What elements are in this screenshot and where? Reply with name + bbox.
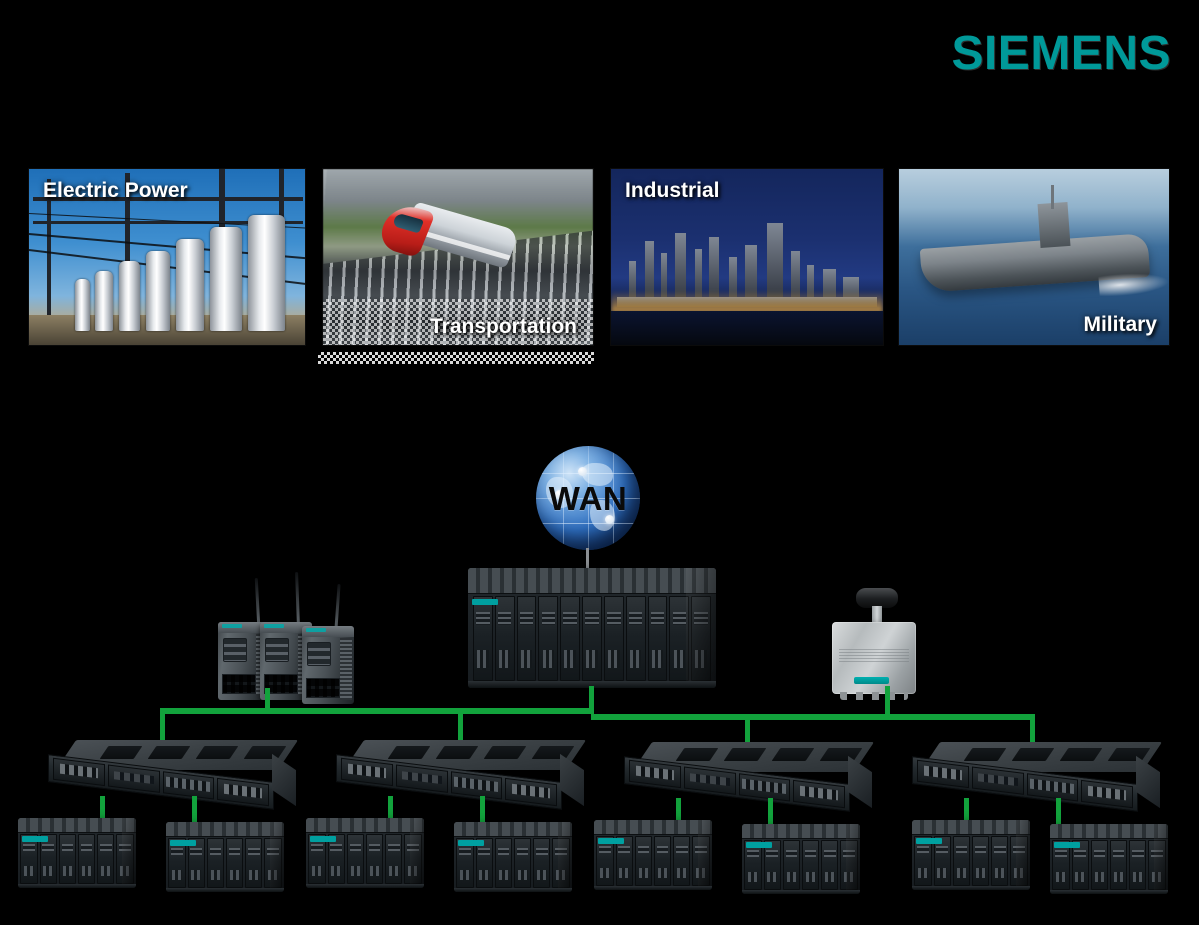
refinery-column: [807, 265, 814, 307]
photo-military: Military: [898, 168, 1170, 346]
link-switch2-to-edge-a: [388, 796, 393, 832]
transformer-tank: [210, 227, 242, 331]
outdoor-wireless-unit-group: [828, 588, 924, 700]
refinery-column: [709, 237, 719, 307]
wireless-access-point-group: [218, 571, 354, 704]
link-core-to-bus: [589, 686, 594, 714]
antenna-mast: [872, 606, 882, 630]
transformer-tank: [119, 261, 140, 331]
link-switch2-to-edge-b: [480, 796, 485, 832]
transformer-tank: [248, 215, 285, 331]
carrier-island: [1037, 202, 1071, 248]
link-ap-to-bus: [265, 688, 270, 714]
globe-icon: [536, 446, 640, 550]
pylon: [125, 173, 130, 323]
link-bus-to-switch-2: [458, 708, 463, 768]
photo-caption-industrial: Industrial: [625, 179, 720, 202]
siemens-logo: SIEMENS: [951, 27, 1171, 80]
transformer-tank: [176, 239, 204, 331]
modular-chassis-icon: [18, 818, 136, 888]
link-wireless-to-bus: [885, 686, 890, 714]
link-switch3-to-edge-a: [676, 798, 681, 834]
refinery-column: [645, 241, 654, 307]
rack-switch-icon: [624, 742, 875, 812]
crossarm: [33, 221, 303, 224]
refinery-lights: [611, 291, 883, 313]
antenna-icon: [254, 577, 261, 627]
photo-caption-transportation: Transportation: [429, 315, 577, 338]
dither-overlay: [323, 299, 593, 345]
photo-caption-military: Military: [1083, 313, 1157, 336]
backbone-bus-left: [160, 708, 593, 714]
refinery-column: [729, 257, 737, 307]
rack-switch-icon: [48, 740, 299, 810]
modular-chassis-icon: [594, 820, 712, 890]
photo-transportation: Transportation: [322, 168, 594, 346]
crossarm: [33, 197, 303, 201]
rack-switch-icon: [912, 742, 1163, 812]
link-switch4-to-edge-a: [964, 798, 969, 834]
outdoor-wireless-unit-icon: [832, 622, 916, 700]
carrier-mast: [1051, 185, 1054, 209]
refinery-tower: [767, 223, 783, 307]
modular-chassis-icon: [306, 818, 424, 888]
modular-chassis-icon: [912, 820, 1030, 890]
refinery-column: [791, 251, 800, 307]
rack-switch-icon: [336, 740, 587, 810]
link-bus-to-switch-1: [160, 708, 165, 768]
industry-photo-strip: Electric Power Transportation: [0, 168, 1199, 368]
photo-industrial: Industrial: [610, 168, 884, 346]
antenna-icon: [295, 571, 300, 627]
pylon: [47, 179, 51, 329]
link-switch1-to-edge-a: [100, 796, 105, 832]
foreground-water: [611, 311, 883, 345]
link-switch4-to-edge-b: [1056, 798, 1061, 834]
transformer-tank: [146, 251, 170, 331]
wan-label: WAN: [548, 480, 628, 517]
link-switch1-to-edge-b: [192, 796, 197, 832]
modular-chassis-icon: [1050, 824, 1168, 894]
modular-chassis-icon: [742, 824, 860, 894]
network-topology-diagram: WAN: [0, 430, 1199, 925]
wan-uplink-line: [586, 548, 589, 586]
dither-strip-under-transportation: [318, 352, 594, 364]
link-switch3-to-edge-b: [768, 798, 773, 834]
photo-electric-power: Electric Power: [28, 168, 306, 346]
refinery-column: [629, 261, 636, 307]
transformer-tank: [75, 279, 90, 331]
refinery-column: [695, 249, 702, 307]
backbone-bus-right: [591, 714, 1035, 720]
refinery-column: [661, 253, 667, 307]
photo-caption-electric-power: Electric Power: [43, 179, 188, 202]
transformer-tank: [95, 271, 113, 331]
omni-antenna-icon: [856, 588, 898, 608]
wireless-access-point-icon: [302, 626, 354, 704]
modular-chassis-icon: [166, 822, 284, 892]
antenna-icon: [334, 583, 341, 631]
modular-rack-switch-icon: [468, 568, 716, 688]
refinery-column: [675, 233, 686, 307]
modular-chassis-icon: [454, 822, 572, 892]
